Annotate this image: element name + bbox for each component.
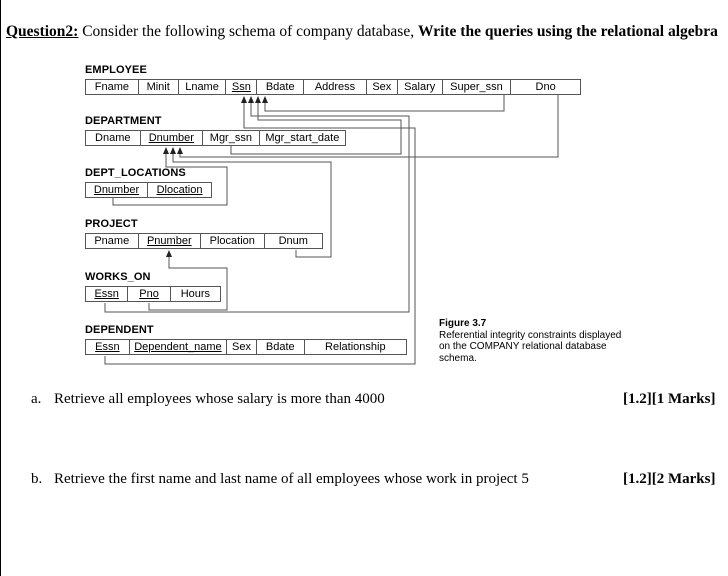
attr-dnumber-text: Dnumber (93, 184, 140, 196)
attr-essn: Essn (86, 340, 130, 354)
question-label: Question2: (6, 23, 79, 40)
arrowhead (241, 96, 247, 103)
attr-dlocation-text: Dlocation (156, 184, 203, 196)
attr-hours: Hours (180, 288, 211, 300)
attr-salary: Salary (398, 80, 443, 94)
relation-name-dept-locations: DEPT_LOCATIONS (85, 167, 186, 179)
attr-sex: Sex (367, 80, 398, 94)
attr-dno: Dno (535, 81, 556, 93)
arrow-dno-to-dnumber (179, 95, 559, 158)
relation-row-department: Dname Dnumber Mgr_ssn Mgr_start_date (85, 130, 346, 146)
attr-super-ssn: Super_ssn (443, 80, 512, 94)
attr-essn-text: Essn (95, 341, 120, 353)
attr-dnumber-text: Dnumber (148, 132, 194, 144)
figure-caption-title: Figure 3.7 (439, 318, 487, 329)
attr-mgr-ssn: Mgr_ssn (203, 131, 260, 145)
attr-essn-text: Essn (94, 288, 119, 300)
relation-row-employee: Fname Minit Lname Ssn Bdate Address Sex … (85, 79, 581, 95)
relation-row-project: Pname Pnumber Plocation Dnum (85, 233, 323, 249)
attr-sex: Sex (227, 340, 257, 354)
figure-caption-line: on the COMPANY relational database (439, 341, 607, 352)
attr-essn: Essn (86, 287, 129, 301)
figure-caption-line: schema. (439, 352, 477, 364)
arrowhead (170, 147, 176, 154)
attr-bdate: Bdate (257, 340, 305, 354)
attr-address: Address (304, 80, 367, 94)
attr-dlocation: Dlocation (148, 183, 211, 197)
arrow-super-ssn-to-ssn (264, 95, 505, 112)
arrowhead (163, 147, 169, 154)
attr-dnum: Dnum (278, 235, 308, 247)
attr-fname: Fname (86, 80, 139, 94)
attr-lname: Lname (179, 80, 227, 94)
question-a-marks: [1.2][1 Marks] (623, 391, 716, 407)
attr-mgr-start-date: Mgr_start_date (265, 132, 340, 144)
question-heading: Question2: Consider the following schema… (6, 23, 721, 41)
relation-name-project: PROJECT (85, 218, 138, 230)
relation-name-employee: EMPLOYEE (85, 64, 147, 76)
arrow-mgr-ssn-to-ssn (230, 103, 402, 155)
arrowhead (177, 147, 183, 154)
attr-dependent-name: Dependent_name (130, 340, 228, 354)
attr-ssn: Ssn (226, 80, 258, 94)
figure-caption-line: Referential integrity constraints displa… (439, 329, 622, 341)
attr-pno-text: Pno (139, 288, 159, 300)
arrowhead (262, 96, 268, 103)
question-text: Consider the following schema of company… (78, 23, 418, 40)
relation-name-dependent: DEPENDENT (85, 324, 154, 336)
arrowhead (255, 96, 261, 103)
attr-pname: Pname (86, 234, 139, 248)
relation-name-works-on: WORKS_ON (85, 271, 151, 283)
attr-dname: Dname (86, 131, 141, 145)
attr-bdate: Bdate (257, 80, 305, 94)
relation-row-dependent: Essn Dependent_name Sex Bdate Relationsh… (85, 339, 407, 355)
relation-name-department: DEPARTMENT (85, 115, 162, 127)
question-b-marks: [1.2][2 Marks] (623, 471, 716, 487)
relation-row-works-on: Essn Pno Hours (85, 286, 221, 302)
attr-dependent-name-text: Dependent_name (134, 341, 222, 353)
question-a-text: Retrieve all employees whose salary is m… (54, 391, 385, 407)
attr-pnumber-text: Pnumber (146, 235, 192, 247)
attr-dnumber: Dnumber (141, 131, 204, 145)
figure-caption: Figure 3.7 Referential integrity constra… (439, 318, 659, 364)
question-instruction: Write the queries using the relational a… (417, 23, 718, 40)
arrowhead (166, 250, 172, 257)
attr-dnumber: Dnumber (86, 183, 149, 197)
attr-pno: Pno (128, 287, 171, 301)
attr-relationship: Relationship (325, 341, 386, 353)
attr-pnumber: Pnumber (139, 234, 202, 248)
question-b-letter: b. (31, 471, 43, 487)
arrowhead (248, 96, 254, 103)
attr-ssn-text: Ssn (231, 81, 251, 93)
relation-row-dept-locations: Dnumber Dlocation (85, 182, 212, 198)
attr-plocation: Plocation (201, 234, 265, 248)
attr-minit: Minit (139, 80, 179, 94)
question-b-text: Retrieve the first name and last name of… (54, 471, 529, 487)
question-a-letter: a. (31, 391, 42, 407)
